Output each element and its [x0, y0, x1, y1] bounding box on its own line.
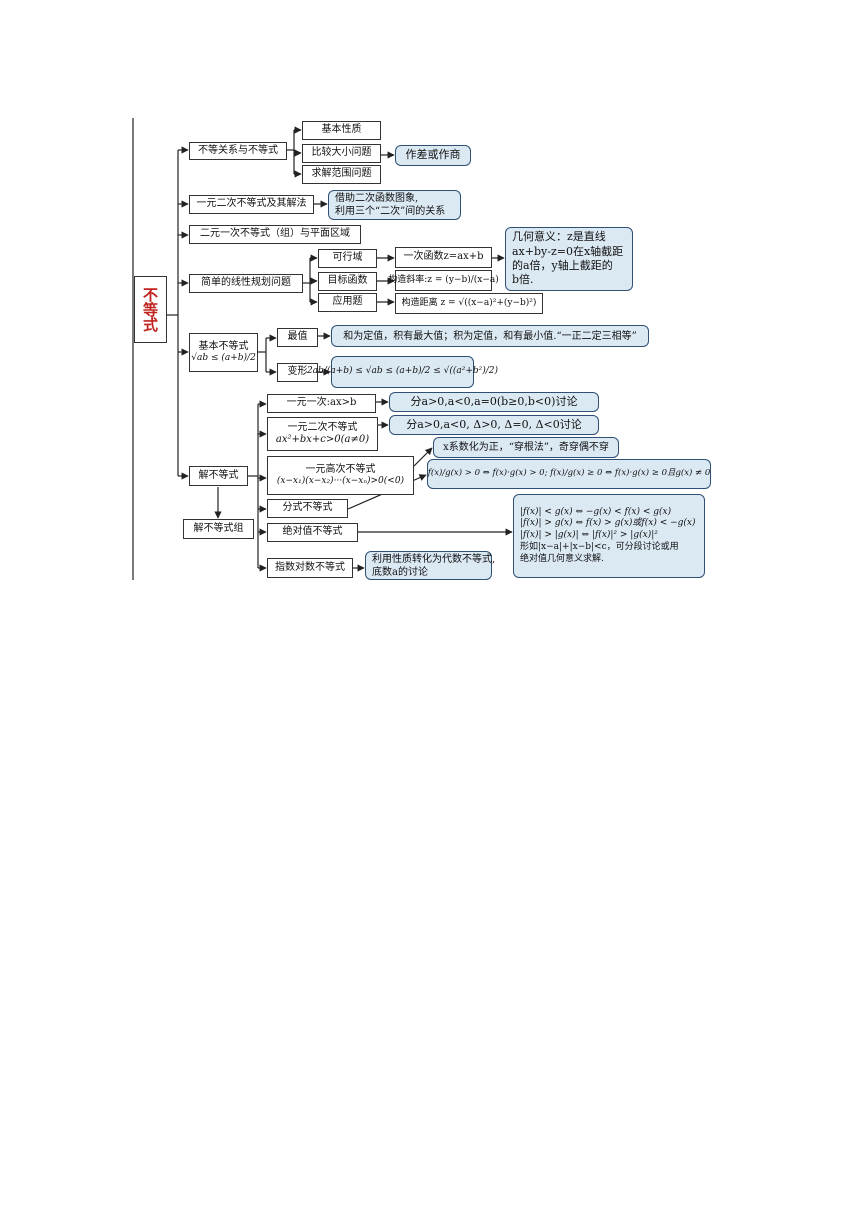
node-higher-degree: 一元高次不等式 (x−x₁)(x−x₂)···(x−xₙ)>0(<0) — [267, 456, 414, 495]
note-exp-log-method: 利用性质转化为代数不等式, 底数a的讨论 — [365, 551, 496, 580]
note-geometric-line-1: 几何意义：z是直线 — [512, 230, 606, 244]
node-basic-properties: 基本性质 — [302, 121, 381, 140]
node-transform: 变形 — [277, 363, 318, 382]
root-node-inequality: 不等式 — [134, 276, 167, 343]
higher-degree-formula: (x−x₁)(x−x₂)···(x−xₙ)>0(<0) — [276, 476, 405, 487]
node-fractional: 分式不等式 — [267, 499, 348, 518]
higher-degree-title: 一元高次不等式 — [305, 463, 376, 475]
node-basic-inequality: 基本不等式 √ab ≤ (a+b)/2 — [189, 333, 258, 372]
node-solve-inequality: 解不等式 — [189, 466, 248, 486]
node-linear-region: 二元一次不等式（组）与平面区域 — [189, 225, 361, 244]
note-max-min-text: 和为定值，积有最大值；积为定值，和有最小值.“一正二定三相等” — [343, 330, 637, 342]
node-extreme-value: 最值 — [277, 328, 318, 347]
node-linear-one-var: 一元一次:ax>b — [267, 394, 376, 413]
node-compare-size: 比较大小问题 — [302, 144, 381, 163]
note-abs-line-3: |f(x)| > |g(x)| ⇔ |f(x)|² > |g(x)|² — [520, 530, 658, 541]
note-abs-line-5: 绝对值几何意义求解. — [520, 553, 604, 564]
node-quadratic-inequality: 一元二次不等式及其解法 — [189, 195, 314, 214]
basic-inequality-title: 基本不等式 — [198, 340, 249, 352]
note-abs-line-1: |f(x)| < g(x) ⇔ −g(x) < f(x) < g(x) — [520, 506, 672, 517]
note-mean-inequality-chain: 2ab/(a+b) ≤ √ab ≤ (a+b)/2 ≤ √((a²+b²)/2) — [307, 356, 498, 388]
note-difference-or-quotient: 作差或作商 — [395, 145, 471, 166]
basic-inequality-formula: √ab ≤ (a+b)/2 — [191, 353, 256, 364]
node-exponential-log: 指数对数不等式 — [267, 558, 353, 578]
note-geometric-line-3: 的a倍，y轴上截距的 — [512, 259, 613, 272]
note-fractional-rule: f(x)/g(x) > 0 ⇔ f(x)·g(x) > 0; f(x)/g(x)… — [427, 459, 711, 489]
note-root-crossing: x系数化为正，“穿根法”，奇穿偶不穿 — [433, 437, 619, 458]
note-root-crossing-text: x系数化为正，“穿根法”，奇穿偶不穿 — [443, 442, 609, 453]
node-construct-distance: 构造距离 z = √((x−a)²+(y−b)²) — [395, 293, 543, 314]
note-quadratic-graph: 借助二次函数图象, 利用三个“二次”间的关系 — [328, 190, 461, 220]
note-geometric-line-4: b倍. — [512, 273, 534, 287]
note-geometric-line-2: ax+by-z=0在x轴截距 — [512, 244, 624, 258]
note-absolute-value-rules: |f(x)| < g(x) ⇔ −g(x) < f(x) < g(x) |f(x… — [513, 494, 705, 578]
node-feasible-region: 可行域 — [318, 249, 377, 268]
note-geometric-meaning: 几何意义：z是直线 ax+by-z=0在x轴截距 的a倍，y轴上截距的 b倍. — [505, 227, 633, 291]
node-construct-slope: 构造斜率:z = (y−b)/(x−a) — [388, 270, 499, 291]
note-exp-log-line-2: 底数a的讨论 — [372, 566, 428, 578]
node-solve-inequality-system: 解不等式组 — [183, 519, 254, 539]
node-absolute-value: 绝对值不等式 — [267, 523, 358, 542]
quadratic-one-var-formula: ax²+bx+c>0(a≠0) — [275, 434, 370, 445]
note-linear-cases: 分a>0,a<0,a=0(b≥0,b<0)讨论 — [389, 392, 599, 412]
node-application: 应用题 — [318, 293, 377, 312]
note-linear-cases-text: 分a>0,a<0,a=0(b≥0,b<0)讨论 — [410, 394, 578, 408]
node-range-problem: 求解范围问题 — [302, 165, 381, 184]
note-quadratic-cases: 分a>0,a<0, Δ>0, Δ=0, Δ<0讨论 — [389, 415, 599, 435]
node-inequality-relations: 不等关系与不等式 — [189, 142, 287, 160]
note-abs-line-2: |f(x)| > g(x) ⇔ f(x) > g(x)或f(x) < −g(x) — [520, 518, 696, 529]
node-linear-function: 一次函数z=ax+b — [395, 247, 492, 268]
node-objective-function: 目标函数 — [318, 272, 377, 291]
quadratic-one-var-title: 一元二次不等式 — [287, 421, 358, 433]
node-quadratic-one-var: 一元二次不等式 ax²+bx+c>0(a≠0) — [267, 417, 378, 451]
note-fractional-text: f(x)/g(x) > 0 ⇔ f(x)·g(x) > 0; f(x)/g(x)… — [427, 468, 711, 479]
note-quadratic-line-2: 利用三个“二次”间的关系 — [335, 206, 446, 217]
note-quadratic-cases-text: 分a>0,a<0, Δ>0, Δ=0, Δ<0讨论 — [406, 417, 582, 431]
note-abs-line-4: 形如|x−a|+|x−b|<c，可分段讨论或用 — [520, 541, 679, 552]
note-max-min-rule: 和为定值，积有最大值；积为定值，和有最小值.“一正二定三相等” — [331, 325, 649, 347]
node-linear-programming: 简单的线性规划问题 — [189, 274, 303, 293]
note-mean-chain-text: 2ab/(a+b) ≤ √ab ≤ (a+b)/2 ≤ √((a²+b²)/2) — [306, 366, 499, 377]
note-quadratic-line-1: 借助二次函数图象, — [335, 193, 419, 204]
note-difference-or-quotient-text: 作差或作商 — [405, 148, 461, 162]
note-exp-log-line-1: 利用性质转化为代数不等式, — [372, 553, 496, 565]
